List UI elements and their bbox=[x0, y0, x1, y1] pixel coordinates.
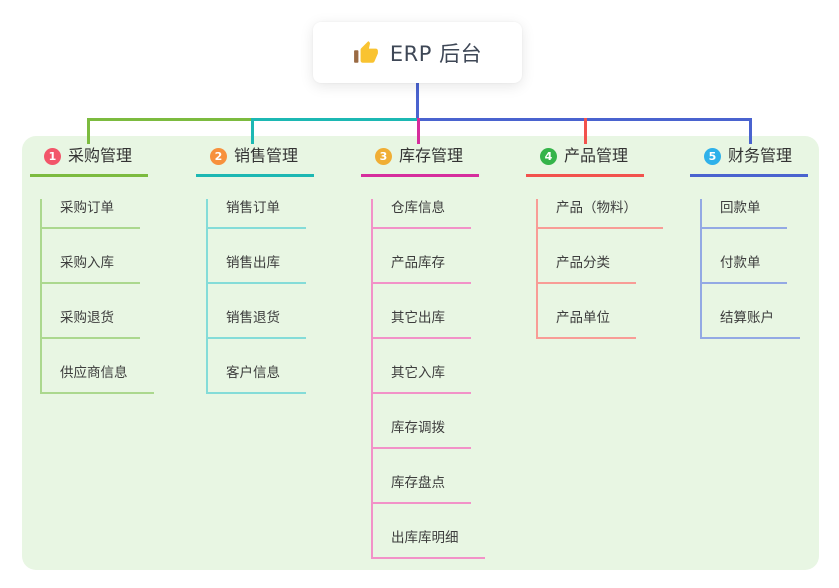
branch-label: 采购管理 bbox=[68, 146, 133, 165]
branch-label: 产品管理 bbox=[564, 146, 629, 165]
child-node-other-outbound[interactable]: 其它出库 bbox=[373, 309, 471, 339]
branch-header-purchase[interactable]: 1 采购管理 bbox=[30, 145, 148, 177]
connector-bus-segment-green bbox=[87, 118, 252, 121]
branches-panel bbox=[22, 136, 819, 570]
branch-number-badge: 2 bbox=[210, 147, 227, 165]
branch-children: 采购订单 采购入库 采购退货 供应商信息 bbox=[40, 199, 154, 394]
branch-label: 财务管理 bbox=[728, 146, 793, 165]
child-node-customer-info[interactable]: 客户信息 bbox=[208, 364, 306, 394]
branch-inventory: 3 库存管理 仓库信息 产品库存 其它出库 其它入库 库存调拨 库存盘点 出库库… bbox=[361, 145, 485, 559]
branch-children: 仓库信息 产品库存 其它出库 其它入库 库存调拨 库存盘点 出库库明细 bbox=[371, 199, 485, 559]
branch-header-product[interactable]: 4 产品管理 bbox=[526, 145, 644, 177]
child-node-settlement-account[interactable]: 结算账户 bbox=[702, 309, 800, 339]
branch-label: 库存管理 bbox=[399, 146, 464, 165]
child-node-receipt-order[interactable]: 回款单 bbox=[702, 199, 787, 229]
connector-root-line bbox=[416, 83, 419, 119]
branch-children: 销售订单 销售出库 销售退货 客户信息 bbox=[206, 199, 314, 394]
child-node-outbound-detail[interactable]: 出库库明细 bbox=[373, 529, 485, 559]
branch-number-badge: 4 bbox=[540, 147, 557, 165]
child-node-supplier-info[interactable]: 供应商信息 bbox=[42, 364, 154, 394]
child-node-purchase-return[interactable]: 采购退货 bbox=[42, 309, 140, 339]
connector-drop-finance bbox=[749, 118, 752, 144]
branch-product: 4 产品管理 产品（物料） 产品分类 产品单位 bbox=[526, 145, 663, 339]
child-node-sales-outbound[interactable]: 销售出库 bbox=[208, 254, 306, 284]
child-node-product-category[interactable]: 产品分类 bbox=[538, 254, 636, 284]
thumbs-up-icon bbox=[353, 40, 378, 63]
branch-sales: 2 销售管理 销售订单 销售出库 销售退货 客户信息 bbox=[196, 145, 314, 394]
branch-finance: 5 财务管理 回款单 付款单 结算账户 bbox=[690, 145, 808, 339]
connector-drop-product bbox=[584, 118, 587, 144]
child-node-other-inbound[interactable]: 其它入库 bbox=[373, 364, 471, 394]
child-node-sales-return[interactable]: 销售退货 bbox=[208, 309, 306, 339]
branch-number-badge: 5 bbox=[704, 147, 721, 165]
child-node-stock-count[interactable]: 库存盘点 bbox=[373, 474, 471, 504]
child-node-product-unit[interactable]: 产品单位 bbox=[538, 309, 636, 339]
branch-purchase: 1 采购管理 采购订单 采购入库 采购退货 供应商信息 bbox=[30, 145, 154, 394]
connector-drop-purchase bbox=[87, 118, 90, 144]
connector-drop-sales bbox=[251, 118, 254, 144]
connector-drop-inventory bbox=[417, 118, 420, 144]
child-node-product-stock[interactable]: 产品库存 bbox=[373, 254, 471, 284]
child-node-sales-order[interactable]: 销售订单 bbox=[208, 199, 306, 229]
branch-header-finance[interactable]: 5 财务管理 bbox=[690, 145, 808, 177]
branch-header-sales[interactable]: 2 销售管理 bbox=[196, 145, 314, 177]
child-node-purchase-inbound[interactable]: 采购入库 bbox=[42, 254, 140, 284]
child-node-warehouse-info[interactable]: 仓库信息 bbox=[373, 199, 471, 229]
child-node-payment-order[interactable]: 付款单 bbox=[702, 254, 787, 284]
branch-children: 产品（物料） 产品分类 产品单位 bbox=[536, 199, 663, 339]
branch-children: 回款单 付款单 结算账户 bbox=[700, 199, 808, 339]
child-node-purchase-order[interactable]: 采购订单 bbox=[42, 199, 140, 229]
branch-number-badge: 1 bbox=[44, 147, 61, 165]
root-node[interactable]: ERP 后台 bbox=[313, 22, 522, 83]
branch-label: 销售管理 bbox=[234, 146, 299, 165]
child-node-product-material[interactable]: 产品（物料） bbox=[538, 199, 663, 229]
connector-bus-segment-teal bbox=[252, 118, 418, 121]
branch-number-badge: 3 bbox=[375, 147, 392, 165]
root-node-title: ERP 后台 bbox=[389, 41, 483, 66]
branch-header-inventory[interactable]: 3 库存管理 bbox=[361, 145, 479, 177]
child-node-stock-transfer[interactable]: 库存调拨 bbox=[373, 419, 471, 449]
